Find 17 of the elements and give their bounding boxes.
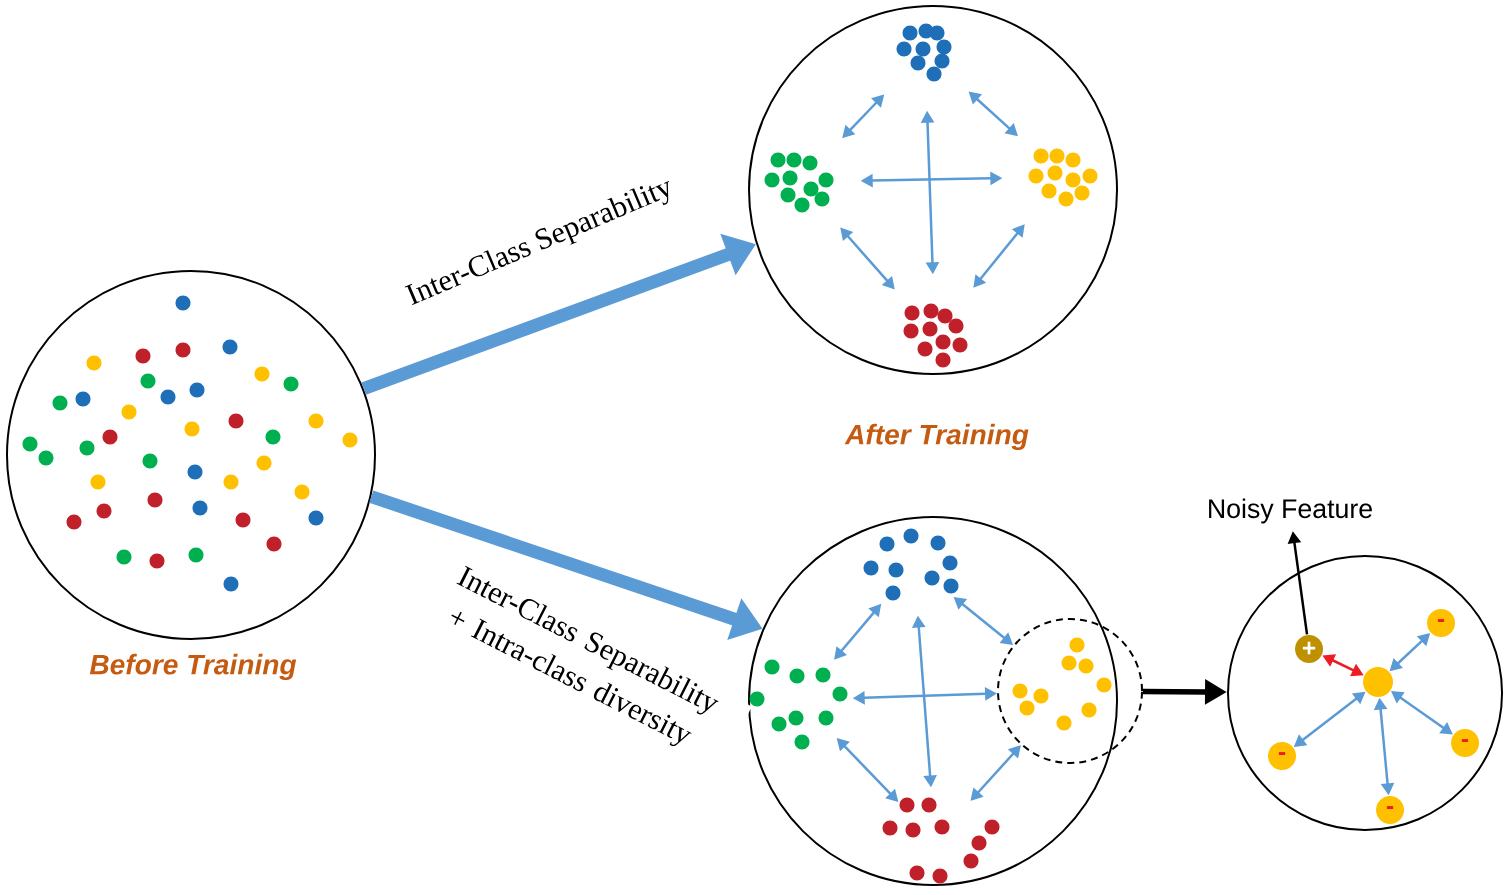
dashed-circle [997, 618, 1143, 764]
dot-cluster-drawing [882, 797, 1000, 884]
node-label: Before Training [89, 653, 297, 681]
dot-cluster-drawing [896, 23, 952, 82]
dot-cluster-drawing [764, 152, 834, 213]
dot-cluster-drawing [863, 528, 959, 601]
dot-cluster-drawing [1028, 148, 1098, 207]
double-arrow [973, 224, 1025, 288]
dot-cluster-drawing [1012, 637, 1112, 731]
node-label: After Training [844, 423, 1029, 451]
dot-cluster-drawing [903, 303, 968, 368]
dot-cluster-drawing [749, 659, 848, 750]
feature-dot [1363, 667, 1393, 697]
callout-text: Noisy Feature [1209, 498, 1372, 524]
double-arrow [970, 745, 1021, 801]
feature-space-circle [748, 516, 1118, 886]
feature-space-circle [1227, 555, 1504, 831]
